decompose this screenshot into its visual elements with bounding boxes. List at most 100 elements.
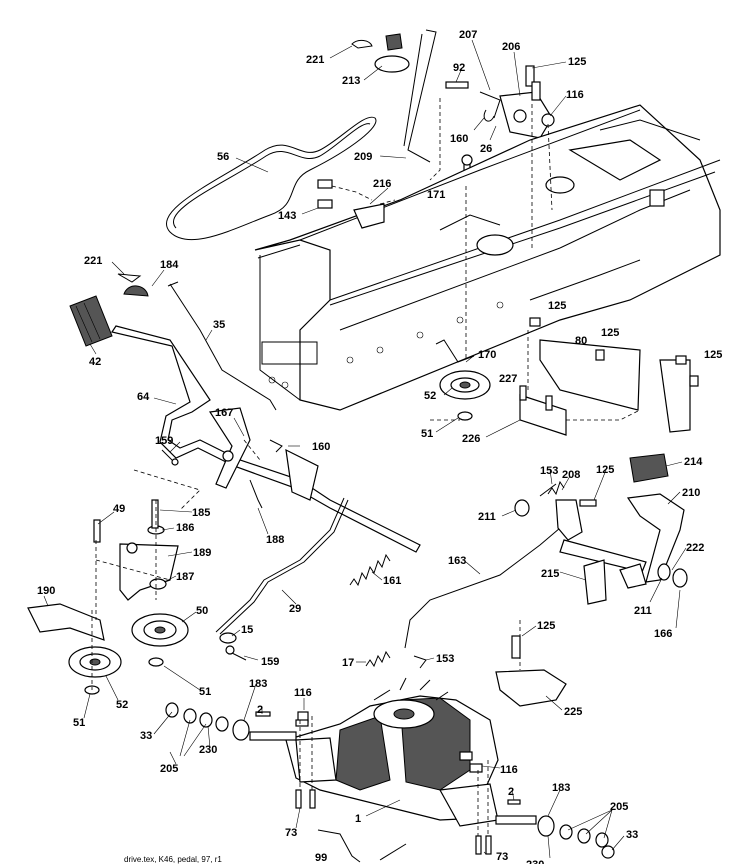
spring-161 bbox=[349, 553, 391, 587]
pedal-plate-80 bbox=[529, 317, 699, 433]
pin-15 bbox=[219, 632, 247, 661]
label-159: 159 bbox=[261, 656, 279, 668]
label-143: 143 bbox=[278, 210, 296, 222]
label-221: 221 bbox=[84, 255, 102, 267]
label-160: 160 bbox=[312, 441, 330, 453]
label-183: 183 bbox=[552, 782, 570, 794]
label-225: 225 bbox=[564, 706, 582, 718]
label-211: 211 bbox=[634, 605, 652, 617]
label-125: 125 bbox=[548, 300, 566, 312]
bracket-190 bbox=[27, 603, 105, 641]
label-183: 183 bbox=[249, 678, 267, 690]
label-73: 73 bbox=[496, 851, 508, 863]
grip-42 bbox=[69, 295, 113, 347]
label-125: 125 bbox=[568, 56, 586, 68]
label-51: 51 bbox=[73, 717, 85, 729]
label-222: 222 bbox=[686, 542, 704, 554]
label-73: 73 bbox=[285, 827, 297, 839]
bracket-189 bbox=[93, 499, 179, 601]
clip-184 bbox=[117, 273, 179, 297]
bracket-226 bbox=[519, 385, 567, 436]
label-116: 116 bbox=[294, 687, 312, 699]
leader-lines bbox=[43, 39, 687, 859]
label-116: 116 bbox=[566, 89, 584, 101]
label-209: 209 bbox=[354, 151, 372, 163]
pulley-52-top bbox=[435, 339, 491, 421]
label-166: 166 bbox=[654, 628, 672, 640]
label-170: 170 bbox=[478, 349, 496, 361]
label-29: 29 bbox=[289, 603, 301, 615]
bolts-73 bbox=[295, 789, 492, 855]
rod-35 bbox=[169, 283, 277, 411]
pin-159 bbox=[161, 439, 283, 466]
label-207: 207 bbox=[459, 29, 477, 41]
spring-17 bbox=[365, 650, 427, 669]
label-92: 92 bbox=[453, 62, 465, 74]
transaxle-1 bbox=[249, 677, 537, 827]
label-160: 160 bbox=[450, 133, 468, 145]
label-116: 116 bbox=[500, 764, 518, 776]
label-205: 205 bbox=[160, 763, 178, 775]
label-33: 33 bbox=[140, 730, 152, 742]
lift-rod-209 bbox=[403, 29, 437, 163]
label-184: 184 bbox=[160, 259, 179, 271]
rod-188 bbox=[249, 479, 263, 509]
drawing-footer: drive.tex, K46, pedal, 97, r1 bbox=[124, 855, 222, 864]
axle-hardware-right bbox=[459, 751, 615, 859]
bracket-225 bbox=[495, 635, 567, 707]
label-221: 221 bbox=[306, 54, 324, 66]
label-52: 52 bbox=[424, 390, 436, 402]
pulley-50 bbox=[131, 613, 189, 667]
label-15: 15 bbox=[241, 624, 253, 636]
label-51: 51 bbox=[199, 686, 211, 698]
label-185: 185 bbox=[192, 507, 210, 519]
label-187: 187 bbox=[176, 571, 194, 583]
rod-163 bbox=[404, 527, 561, 649]
label-214: 214 bbox=[684, 456, 703, 468]
label-171: 171 bbox=[427, 189, 445, 201]
label-230: 230 bbox=[526, 859, 544, 864]
label-99: 99 bbox=[315, 852, 327, 864]
label-125: 125 bbox=[596, 464, 614, 476]
label-153: 153 bbox=[436, 653, 454, 665]
assembly-guides bbox=[91, 98, 641, 836]
label-216: 216 bbox=[373, 178, 391, 190]
label-125: 125 bbox=[537, 620, 555, 632]
label-206: 206 bbox=[502, 41, 520, 53]
label-64: 64 bbox=[137, 391, 150, 403]
label-2: 2 bbox=[257, 704, 263, 716]
knob-213 bbox=[351, 33, 410, 73]
drive-belt-56 bbox=[166, 116, 377, 241]
label-33: 33 bbox=[626, 829, 638, 841]
label-49: 49 bbox=[113, 503, 125, 515]
label-159: 159 bbox=[155, 435, 173, 447]
pulley-52-lower bbox=[68, 646, 122, 695]
label-163: 163 bbox=[448, 555, 466, 567]
label-189: 189 bbox=[193, 547, 211, 559]
label-186: 186 bbox=[176, 522, 194, 534]
bracket-167 bbox=[208, 407, 319, 501]
label-213: 213 bbox=[342, 75, 360, 87]
label-205: 205 bbox=[610, 801, 628, 813]
label-167: 167 bbox=[215, 407, 233, 419]
label-2: 2 bbox=[508, 786, 514, 798]
label-161: 161 bbox=[383, 575, 401, 587]
label-208: 208 bbox=[562, 469, 580, 481]
pedal-assembly bbox=[514, 453, 688, 605]
bracket-216 bbox=[317, 179, 385, 229]
label-210: 210 bbox=[682, 487, 700, 499]
label-190: 190 bbox=[37, 585, 55, 597]
label-1: 1 bbox=[355, 813, 361, 825]
label-188: 188 bbox=[266, 534, 284, 546]
label-227: 227 bbox=[499, 373, 517, 385]
label-17: 17 bbox=[342, 657, 354, 669]
label-52: 52 bbox=[116, 699, 128, 711]
rod-29 bbox=[215, 497, 349, 635]
label-211: 211 bbox=[478, 511, 496, 523]
label-230: 230 bbox=[199, 744, 217, 756]
label-153: 153 bbox=[540, 465, 558, 477]
rod-99 bbox=[317, 829, 407, 863]
label-80: 80 bbox=[575, 335, 587, 347]
axle-hardware-left bbox=[165, 702, 309, 741]
